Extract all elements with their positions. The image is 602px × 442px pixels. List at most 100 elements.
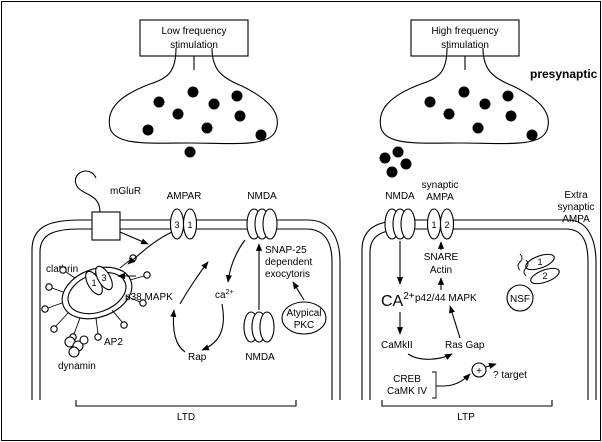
vesicle-coat-outer — [61, 266, 133, 320]
vesicle — [502, 90, 514, 102]
stimulus-line-1: Low frequency — [161, 26, 226, 37]
extra-subunit-1-label: 1 — [537, 257, 542, 267]
vesicle — [255, 129, 267, 141]
vesicle — [386, 166, 398, 178]
vesicles — [379, 86, 538, 178]
camkii-label: CaMkII — [381, 340, 413, 351]
snap25-line-1: SNAP-25 — [265, 245, 307, 256]
extra-subunit-2 — [530, 267, 560, 285]
presynaptic-label: presynaptic — [530, 67, 598, 81]
dynamin-rings — [64, 335, 89, 358]
ca-label: CA2+ — [381, 291, 415, 310]
stimulus-line-2: stimulation — [170, 40, 218, 51]
atypical-pkc-line-1: Atypical — [286, 308, 321, 319]
postsynaptic-membrane-inner — [369, 228, 589, 400]
arrow-p38-to-ampar — [179, 261, 209, 305]
stimulus-line-2: stimulation — [441, 40, 489, 51]
clathrin-spokes — [41, 254, 151, 341]
vesicle — [505, 110, 517, 122]
arrow-camkii-to-rasgap — [407, 353, 453, 360]
vesicle — [526, 129, 538, 141]
vesicle — [231, 90, 243, 102]
vesicle — [153, 96, 165, 108]
ltp-label: LTP — [457, 412, 475, 423]
ampa-subunit-2-label: 2 — [444, 220, 449, 230]
nmda-bottom-label: NMDA — [245, 352, 275, 363]
ltd-panel: Low frequency stimulation mGluR — [31, 19, 341, 423]
arrow-ca-to-rap — [201, 303, 224, 351]
arrow-rasgap-to-mapk — [449, 305, 461, 339]
nmda-subunit — [262, 208, 278, 240]
ltp-panel: High frequency stimulation presynaptic N… — [361, 19, 598, 423]
arrow-ampar-to-clathrin — [127, 231, 173, 265]
creb-bracket — [432, 371, 437, 399]
vesicle — [472, 122, 484, 134]
vesicle — [458, 86, 470, 98]
snap25-line-2: dependent — [265, 257, 312, 268]
nsf-label: NSF — [510, 294, 530, 305]
ampar-receptor: AMPAR 3 1 — [167, 191, 202, 240]
ltp-arrows — [396, 241, 497, 399]
creb-label: CREB — [393, 374, 421, 385]
dynamin-label: dynamin — [58, 361, 96, 372]
nmda-receptor-top: NMDA — [246, 191, 278, 240]
receptor-tail — [523, 259, 529, 277]
ampar-label: AMPAR — [167, 191, 202, 202]
ras-gap-label: Ras Gap — [445, 340, 485, 351]
vesicle — [400, 158, 412, 170]
nmda-label: NMDA — [385, 191, 415, 202]
target-label: ? target — [493, 370, 527, 381]
p42-44-mapk-label: p42/44 MAPK — [415, 293, 477, 304]
mglur-body — [91, 211, 121, 241]
vesicle — [234, 110, 246, 122]
nmda-subunit — [400, 208, 416, 240]
p38-mapk-label: p38 MAPK — [125, 292, 173, 303]
arrow-creb-to-plus — [436, 373, 471, 387]
plus-marker: + — [471, 362, 487, 378]
internalized-subunit-3-label: 3 — [101, 273, 106, 283]
plus-label: + — [476, 366, 482, 377]
clathrin-coated-vesicle: clathrin 1 3 — [41, 254, 151, 372]
arrow-rap-to-p38 — [170, 309, 186, 353]
vesicle — [142, 124, 154, 136]
arrow-plus-to-target — [485, 363, 497, 369]
snare-label: SNARE — [424, 252, 459, 263]
extra-subunit-2-label: 2 — [542, 271, 547, 281]
extra-subunit-1 — [525, 253, 555, 271]
nsf-protein: NSF — [506, 284, 534, 312]
ap2-label: AP2 — [104, 337, 123, 348]
nmda-top-label: NMDA — [247, 191, 277, 202]
atypical-pkc-line-2: PKC — [294, 320, 315, 331]
nmda-receptor-bottom: NMDA — [243, 311, 275, 363]
internalized-subunit-1-label: 1 — [91, 278, 96, 288]
vesicle — [424, 96, 436, 108]
synaptic-ampa-receptor: synaptic AMPA 1 2 — [422, 180, 459, 240]
ampa-subunit-2 — [439, 208, 455, 240]
ampa-subunit-1-label: 1 — [431, 220, 436, 230]
vesicle — [443, 108, 455, 120]
low-frequency-stimulus-box: Low frequency stimulation — [139, 19, 249, 57]
ltd-arrows — [117, 231, 305, 353]
presynaptic-terminal — [108, 47, 278, 145]
camk4-label: CaMK IV — [387, 386, 427, 397]
snap25-line-3: exocytoris — [265, 269, 310, 280]
high-frequency-stimulus-box: High frequency stimulation — [410, 19, 520, 57]
arrow-pkc-to-snap25 — [292, 281, 305, 301]
nmda-subunit — [259, 311, 275, 343]
vesicle — [208, 98, 220, 110]
vesicles — [142, 86, 267, 158]
synaptic-ampa-line-1: synaptic — [422, 180, 459, 191]
synaptic-ampa-line-2: AMPA — [426, 192, 454, 203]
ltd-bracket: LTD — [75, 400, 297, 423]
vesicle — [187, 86, 199, 98]
vesicle — [379, 152, 391, 164]
mglur-receptor: mGluR — [74, 170, 141, 241]
actin-label: Actin — [430, 265, 452, 276]
arrow-mglur-to-vesicle — [119, 231, 149, 245]
nmda-receptor: NMDA — [384, 191, 416, 240]
extrasynaptic-ampa-receptors: 1 2 — [517, 253, 560, 285]
rap-label: Rap — [188, 352, 207, 363]
vesicle — [201, 122, 213, 134]
